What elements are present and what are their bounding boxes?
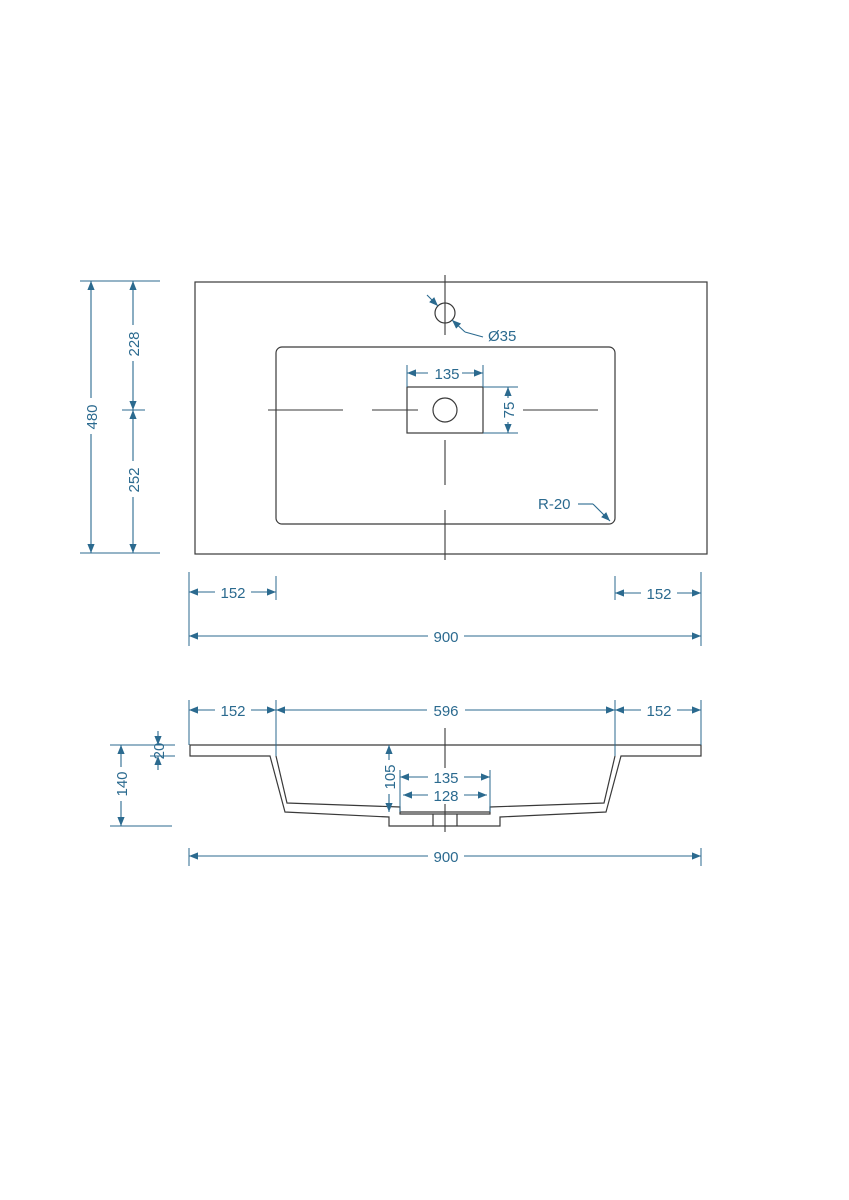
dim-tap-hole: Ø35 [488,328,516,345]
drain-hole [432,397,458,423]
basin-section-outline [189,744,702,827]
dim-width-900: 900 [433,629,458,646]
top-view: 480 228 252 Ø35 135 75 R-20 152 [80,275,708,646]
dim-252: 252 [126,467,143,492]
dim-drain-135: 135 [433,770,458,787]
basin-outline [194,281,708,555]
dim-drain-128: 128 [433,788,458,805]
dim-480: 480 [84,404,101,429]
section-view: 152 596 152 140 20 105 135 128 [110,700,702,866]
dim-right-152: 152 [646,586,671,603]
dim-left-152: 152 [220,585,245,602]
dim-overflow-135: 135 [434,366,459,383]
dim-section-left-152: 152 [220,703,245,720]
dim-depth-105: 105 [382,764,399,789]
dim-228: 228 [126,331,143,356]
dim-overflow-75: 75 [501,402,518,419]
dim-corner-radius: R-20 [538,496,571,513]
dim-section-right-152: 152 [646,703,671,720]
dim-section-900: 900 [433,849,458,866]
dim-deck-20: 20 [151,743,168,760]
overflow-slot [406,386,484,434]
dim-height-140: 140 [114,771,131,796]
dim-section-596: 596 [433,703,458,720]
